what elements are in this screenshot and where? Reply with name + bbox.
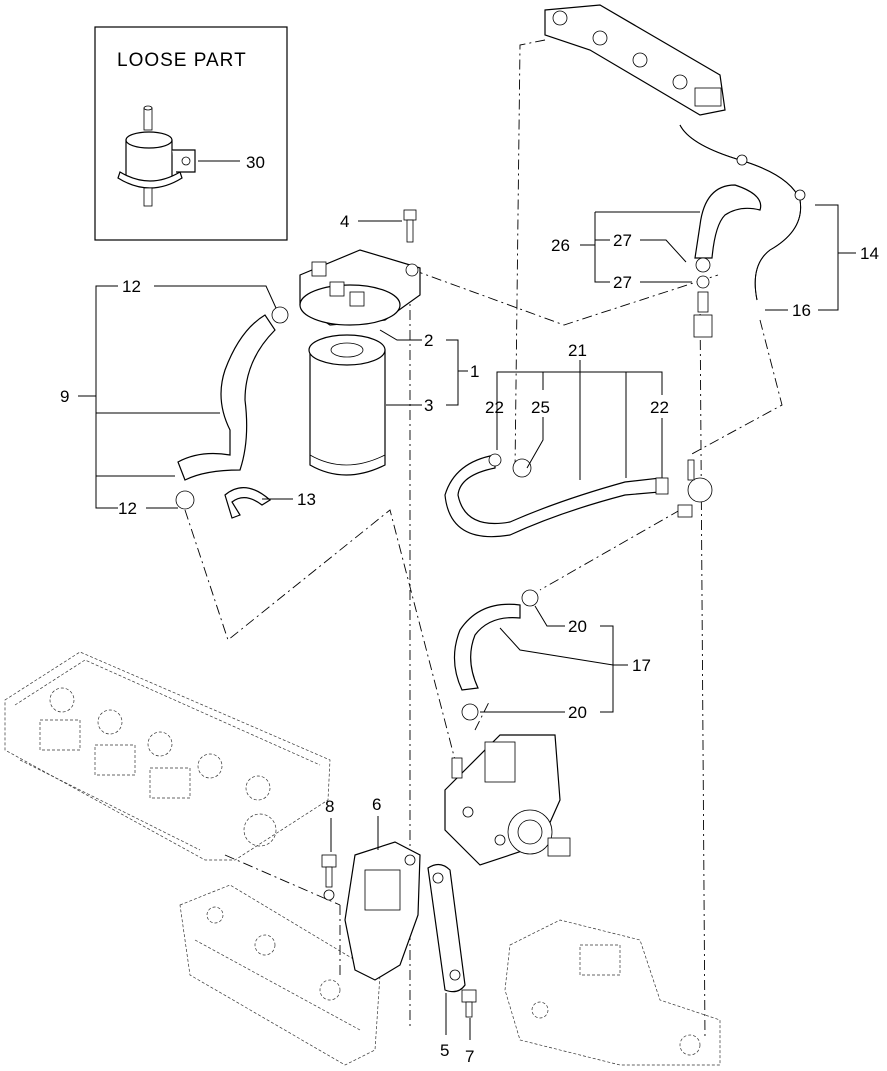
loose-part-box: LOOSE PART 30 — [94, 26, 288, 241]
callout-20-bottom: 20 — [568, 703, 587, 722]
leader-lines — [78, 204, 856, 1040]
common-rail — [544, 4, 726, 116]
callout-21: 21 — [568, 341, 587, 360]
callout-4: 4 — [340, 212, 349, 231]
fuel-filter-cartridge-part-3 — [308, 334, 386, 476]
callout-3: 3 — [424, 396, 433, 415]
fuel-filter-head-part-2 — [299, 249, 421, 326]
callout-17: 17 — [632, 656, 651, 675]
callout-20-top: 20 — [568, 617, 587, 636]
callout-2: 2 — [424, 331, 433, 350]
engine-housing-ghost — [504, 919, 721, 1066]
callout-6: 6 — [372, 795, 381, 814]
part-14-return-line — [679, 124, 806, 301]
part-17-hose — [453, 589, 539, 721]
callout-8: 8 — [325, 797, 334, 816]
callout-12-top: 12 — [122, 277, 141, 296]
engine-cylinder-head-ghost — [4, 651, 331, 861]
callout-labels: 4 2 3 1 9 12 12 13 21 22 25 22 26 27 27 … — [60, 212, 879, 1066]
assembly-centerlines — [184, 39, 783, 1041]
part-4-bolt — [403, 209, 417, 243]
callout-25: 25 — [531, 398, 550, 417]
callout-1: 1 — [470, 362, 479, 381]
callout-5: 5 — [440, 1041, 449, 1060]
manifold-bracket-ghost — [179, 884, 381, 1066]
callout-26: 26 — [551, 236, 570, 255]
part-21-hose — [444, 453, 713, 538]
part-13-clamp — [224, 487, 272, 519]
callout-22-right: 22 — [650, 398, 669, 417]
part-30-fuel-regulator — [117, 105, 196, 207]
part-7-bolt — [461, 989, 477, 1018]
callout-13: 13 — [297, 490, 316, 509]
callout-9: 9 — [60, 387, 69, 406]
part-26-hose — [693, 184, 762, 338]
high-pressure-pump — [444, 734, 571, 866]
callout-30: 30 — [246, 153, 265, 172]
callout-14: 14 — [860, 244, 879, 263]
callout-27-bottom: 27 — [613, 273, 632, 292]
callout-7: 7 — [465, 1047, 474, 1066]
part-6-bracket — [344, 841, 421, 981]
callout-16: 16 — [792, 301, 811, 320]
loose-part-title: LOOSE PART — [117, 50, 247, 71]
callout-22-left: 22 — [485, 398, 504, 417]
part-8-bolt — [321, 854, 337, 901]
part-9-hose — [175, 306, 289, 510]
callout-12-bottom: 12 — [118, 499, 137, 518]
callout-27-top: 27 — [613, 231, 632, 250]
part-5-bar — [427, 863, 466, 993]
